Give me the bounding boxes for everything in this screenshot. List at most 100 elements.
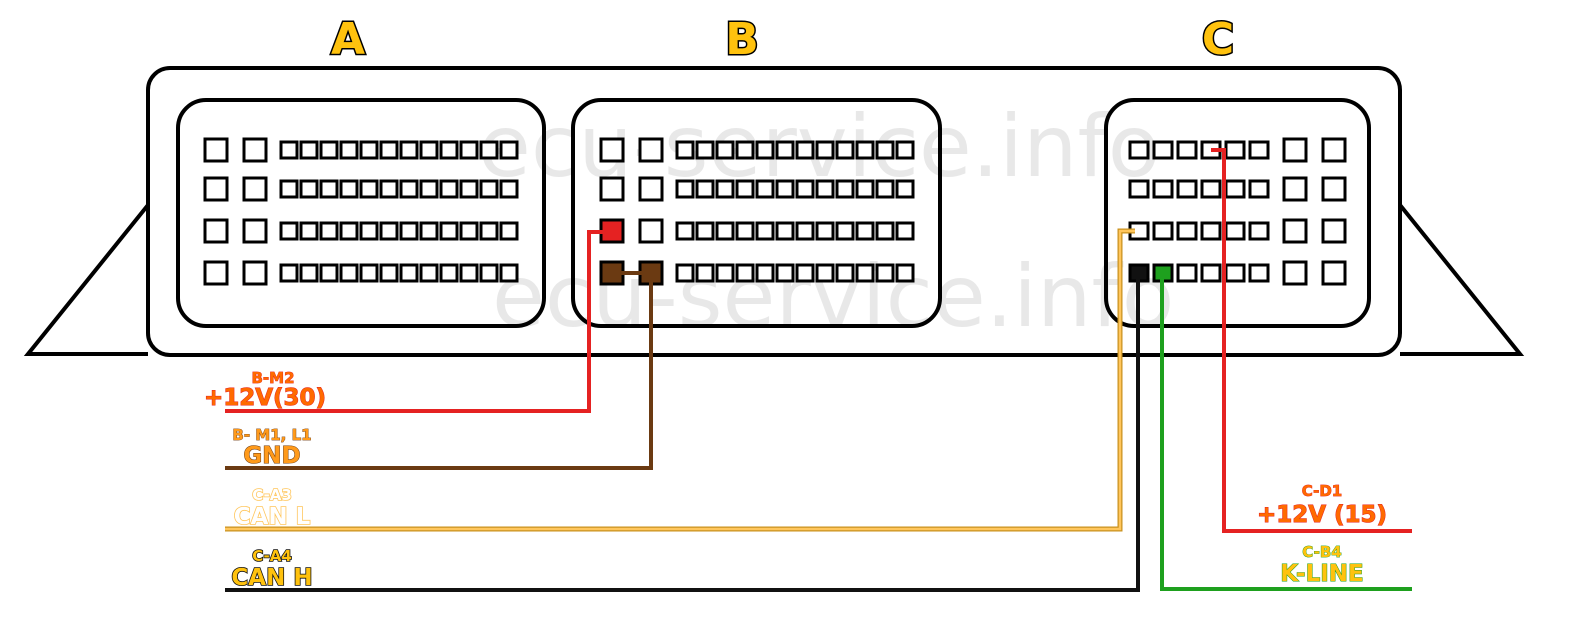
pin-b-r4-small-8 — [815, 263, 835, 283]
pin-c-r4-small-6 — [1248, 263, 1270, 283]
pin-b-r2-small-4 — [735, 179, 755, 199]
pin-c-r2-small-1 — [1128, 179, 1150, 199]
pin-b-r1-small-7 — [795, 140, 815, 160]
label-can-l-pin: C-A3 — [252, 486, 292, 504]
pin-b-r3-small-10 — [855, 221, 875, 241]
pin-c-r2-large-1 — [1282, 176, 1308, 202]
watermark-bottom: ecu-service.info — [492, 247, 1174, 347]
pin-b-r3-small-7 — [795, 221, 815, 241]
connector-a-housing — [176, 98, 546, 328]
pin-b-r2-small-6 — [775, 179, 795, 199]
pin-b-r3-small-8 — [815, 221, 835, 241]
pin-b-r2-small-1 — [675, 179, 695, 199]
pin-c-r2-small-6 — [1248, 179, 1270, 199]
pin-a-r1-small-8 — [419, 140, 439, 160]
pin-a-r3-small-3 — [319, 221, 339, 241]
pin-a-r2-large-1 — [203, 176, 229, 202]
label-k-line-pin: C-B4 — [1302, 543, 1341, 561]
pin-b-r2-small-8 — [815, 179, 835, 199]
pin-a-r3-small-1 — [279, 221, 299, 241]
pin-a-r2-small-12 — [499, 179, 519, 199]
pin-b-r1-small-1 — [675, 140, 695, 160]
pin-b-r1-small-3 — [715, 140, 735, 160]
pin-b-r1-large-2 — [638, 137, 664, 163]
pin-a-r1-small-7 — [399, 140, 419, 160]
pin-a-r1-large-2 — [242, 137, 268, 163]
pin-a-r1-small-2 — [299, 140, 319, 160]
label-gnd-signal: GND — [243, 443, 300, 469]
wire-can-l — [225, 229, 1135, 531]
pin-c-r2-large-2 — [1321, 176, 1347, 202]
pin-c-r1-small-6 — [1248, 140, 1270, 160]
label-can-h-pin: C-A4 — [252, 547, 292, 565]
pin-a-r4-small-6 — [379, 263, 399, 283]
pin-c-r2-small-2 — [1152, 179, 1174, 199]
pin-b-r3-small-5 — [755, 221, 775, 241]
pin-a-r2-small-7 — [399, 179, 419, 199]
pin-c-r3-large-2 — [1321, 218, 1347, 244]
pin-b-r3-small-3 — [715, 221, 735, 241]
wire-labels: B-M2 +12V(30) B- M1, L1 GND C-A3 CAN L C… — [203, 369, 1387, 592]
pin-c-r1-small-1 — [1128, 140, 1150, 160]
pin-a-r1-small-6 — [379, 140, 399, 160]
connector-b-housing — [571, 98, 942, 328]
pin-b-r1-small-4 — [735, 140, 755, 160]
wire-c-d1 — [1211, 148, 1412, 533]
pin-a-r2-small-5 — [359, 179, 379, 199]
pin-b-r1-small-2 — [695, 140, 715, 160]
pin-a-r4-small-3 — [319, 263, 339, 283]
pin-a-r1-small-4 — [339, 140, 359, 160]
ecu-housing — [23, 66, 1525, 357]
pin-b-r4-small-7 — [795, 263, 815, 283]
pin-a-r1-small-9 — [439, 140, 459, 160]
pin-c-r3-small-3 — [1176, 221, 1198, 241]
wire-gnd — [225, 273, 653, 470]
label-can-h-signal: CAN H — [231, 565, 312, 591]
connector-a-pins — [203, 137, 519, 286]
pin-c-r4-large-1 — [1282, 260, 1308, 286]
pin-a-r3-large-1 — [203, 218, 229, 244]
pin-b-r1-small-5 — [755, 140, 775, 160]
pin-c-r2-small-4 — [1200, 179, 1222, 199]
ecu-body — [146, 66, 1402, 357]
pin-a-r1-small-3 — [319, 140, 339, 160]
pin-b-r4-small-5 — [755, 263, 775, 283]
pin-a-r3-small-8 — [419, 221, 439, 241]
pin-a-r1-large-1 — [203, 137, 229, 163]
pin-b-r1-small-8 — [815, 140, 835, 160]
pin-c-r2-small-5 — [1224, 179, 1246, 199]
pin-c-r4-small-4 — [1200, 263, 1222, 283]
pin-b-r3-large-2 — [638, 218, 664, 244]
pin-a-r3-large-2 — [242, 218, 268, 244]
pin-c-r2-small-3 — [1176, 179, 1198, 199]
connector-c-housing — [1104, 98, 1371, 328]
pin-b-r3-small-12 — [895, 221, 915, 241]
label-b-m2-pin: B-M2 — [251, 369, 294, 387]
pin-b-r3-small-9 — [835, 221, 855, 241]
pin-a-r3-small-6 — [379, 221, 399, 241]
pin-c-r1-large-1 — [1282, 137, 1308, 163]
pin-b-r2-large-1 — [599, 176, 625, 202]
pin-c-r1-small-5 — [1224, 140, 1246, 160]
pin-a-r3-small-2 — [299, 221, 319, 241]
wire-b-m2 — [225, 230, 612, 413]
pin-a-r2-small-8 — [419, 179, 439, 199]
pin-b-r3-small-1 — [675, 221, 695, 241]
pin-a-r2-small-4 — [339, 179, 359, 199]
wire-k-line — [1160, 273, 1412, 591]
pin-a-r1-small-12 — [499, 140, 519, 160]
pin-a-r4-small-12 — [499, 263, 519, 283]
pin-b-r2-small-3 — [715, 179, 735, 199]
pin-c-r1-small-2 — [1152, 140, 1174, 160]
label-gnd-pin: B- M1, L1 — [232, 426, 311, 444]
label-k-line-signal: K-LINE — [1280, 561, 1364, 587]
pin-b-r1-small-12 — [895, 140, 915, 160]
pin-b-r2-small-11 — [875, 179, 895, 199]
pin-a-r4-small-9 — [439, 263, 459, 283]
pin-a-r2-small-3 — [319, 179, 339, 199]
connector-b-pins — [599, 137, 915, 286]
pin-a-r3-small-4 — [339, 221, 359, 241]
pin-b-r2-small-2 — [695, 179, 715, 199]
label-c-d1-signal: +12V (15) — [1257, 502, 1387, 528]
